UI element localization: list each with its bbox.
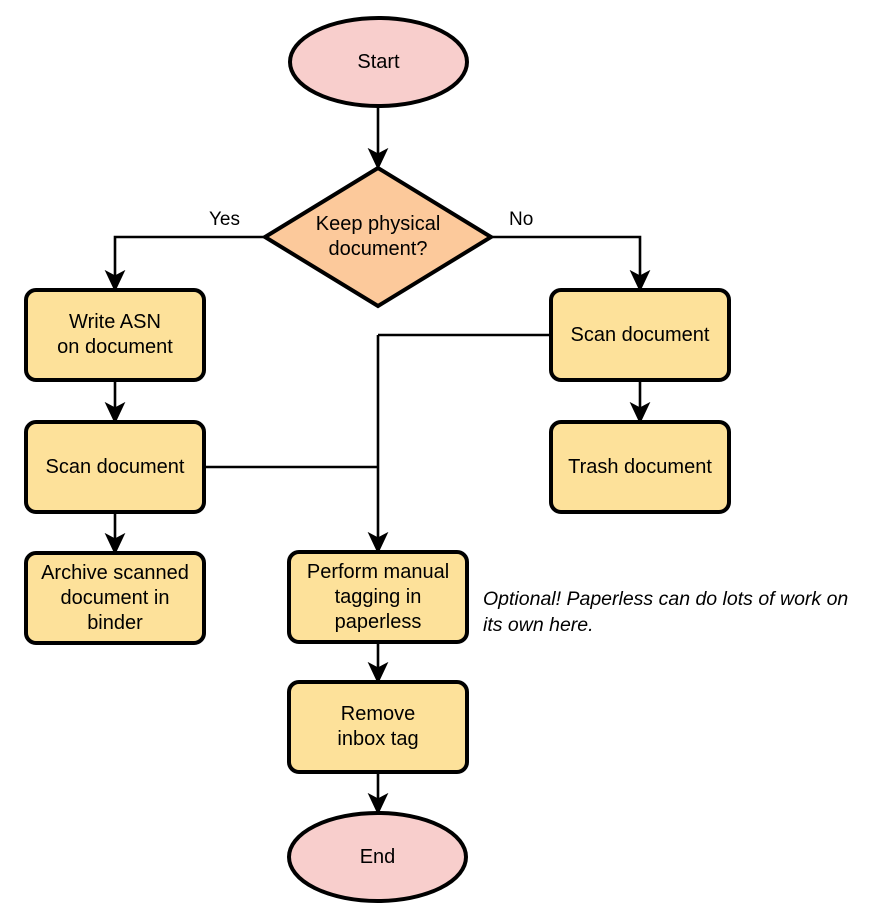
node-write-asn[interactable] <box>24 288 206 382</box>
edge-label-yes: Yes <box>209 209 240 230</box>
node-scan-document-left[interactable] <box>24 420 206 514</box>
node-remove-inbox-tag[interactable] <box>287 680 469 774</box>
node-end[interactable] <box>287 811 468 903</box>
connectors-group <box>104 106 651 815</box>
edge-label-no: No <box>509 209 534 230</box>
edge-decision-no <box>491 235 651 292</box>
node-archive-binder[interactable] <box>24 551 206 645</box>
node-start[interactable] <box>288 16 469 108</box>
node-trash-document[interactable] <box>549 420 731 514</box>
node-scan-document-right[interactable] <box>549 288 731 382</box>
node-keep-physical-document[interactable] <box>261 165 495 309</box>
edge-decision-yes <box>104 235 265 292</box>
node-manual-tagging[interactable] <box>287 550 469 644</box>
optional-note: Optional! Paperless can do lots of work … <box>483 588 849 636</box>
